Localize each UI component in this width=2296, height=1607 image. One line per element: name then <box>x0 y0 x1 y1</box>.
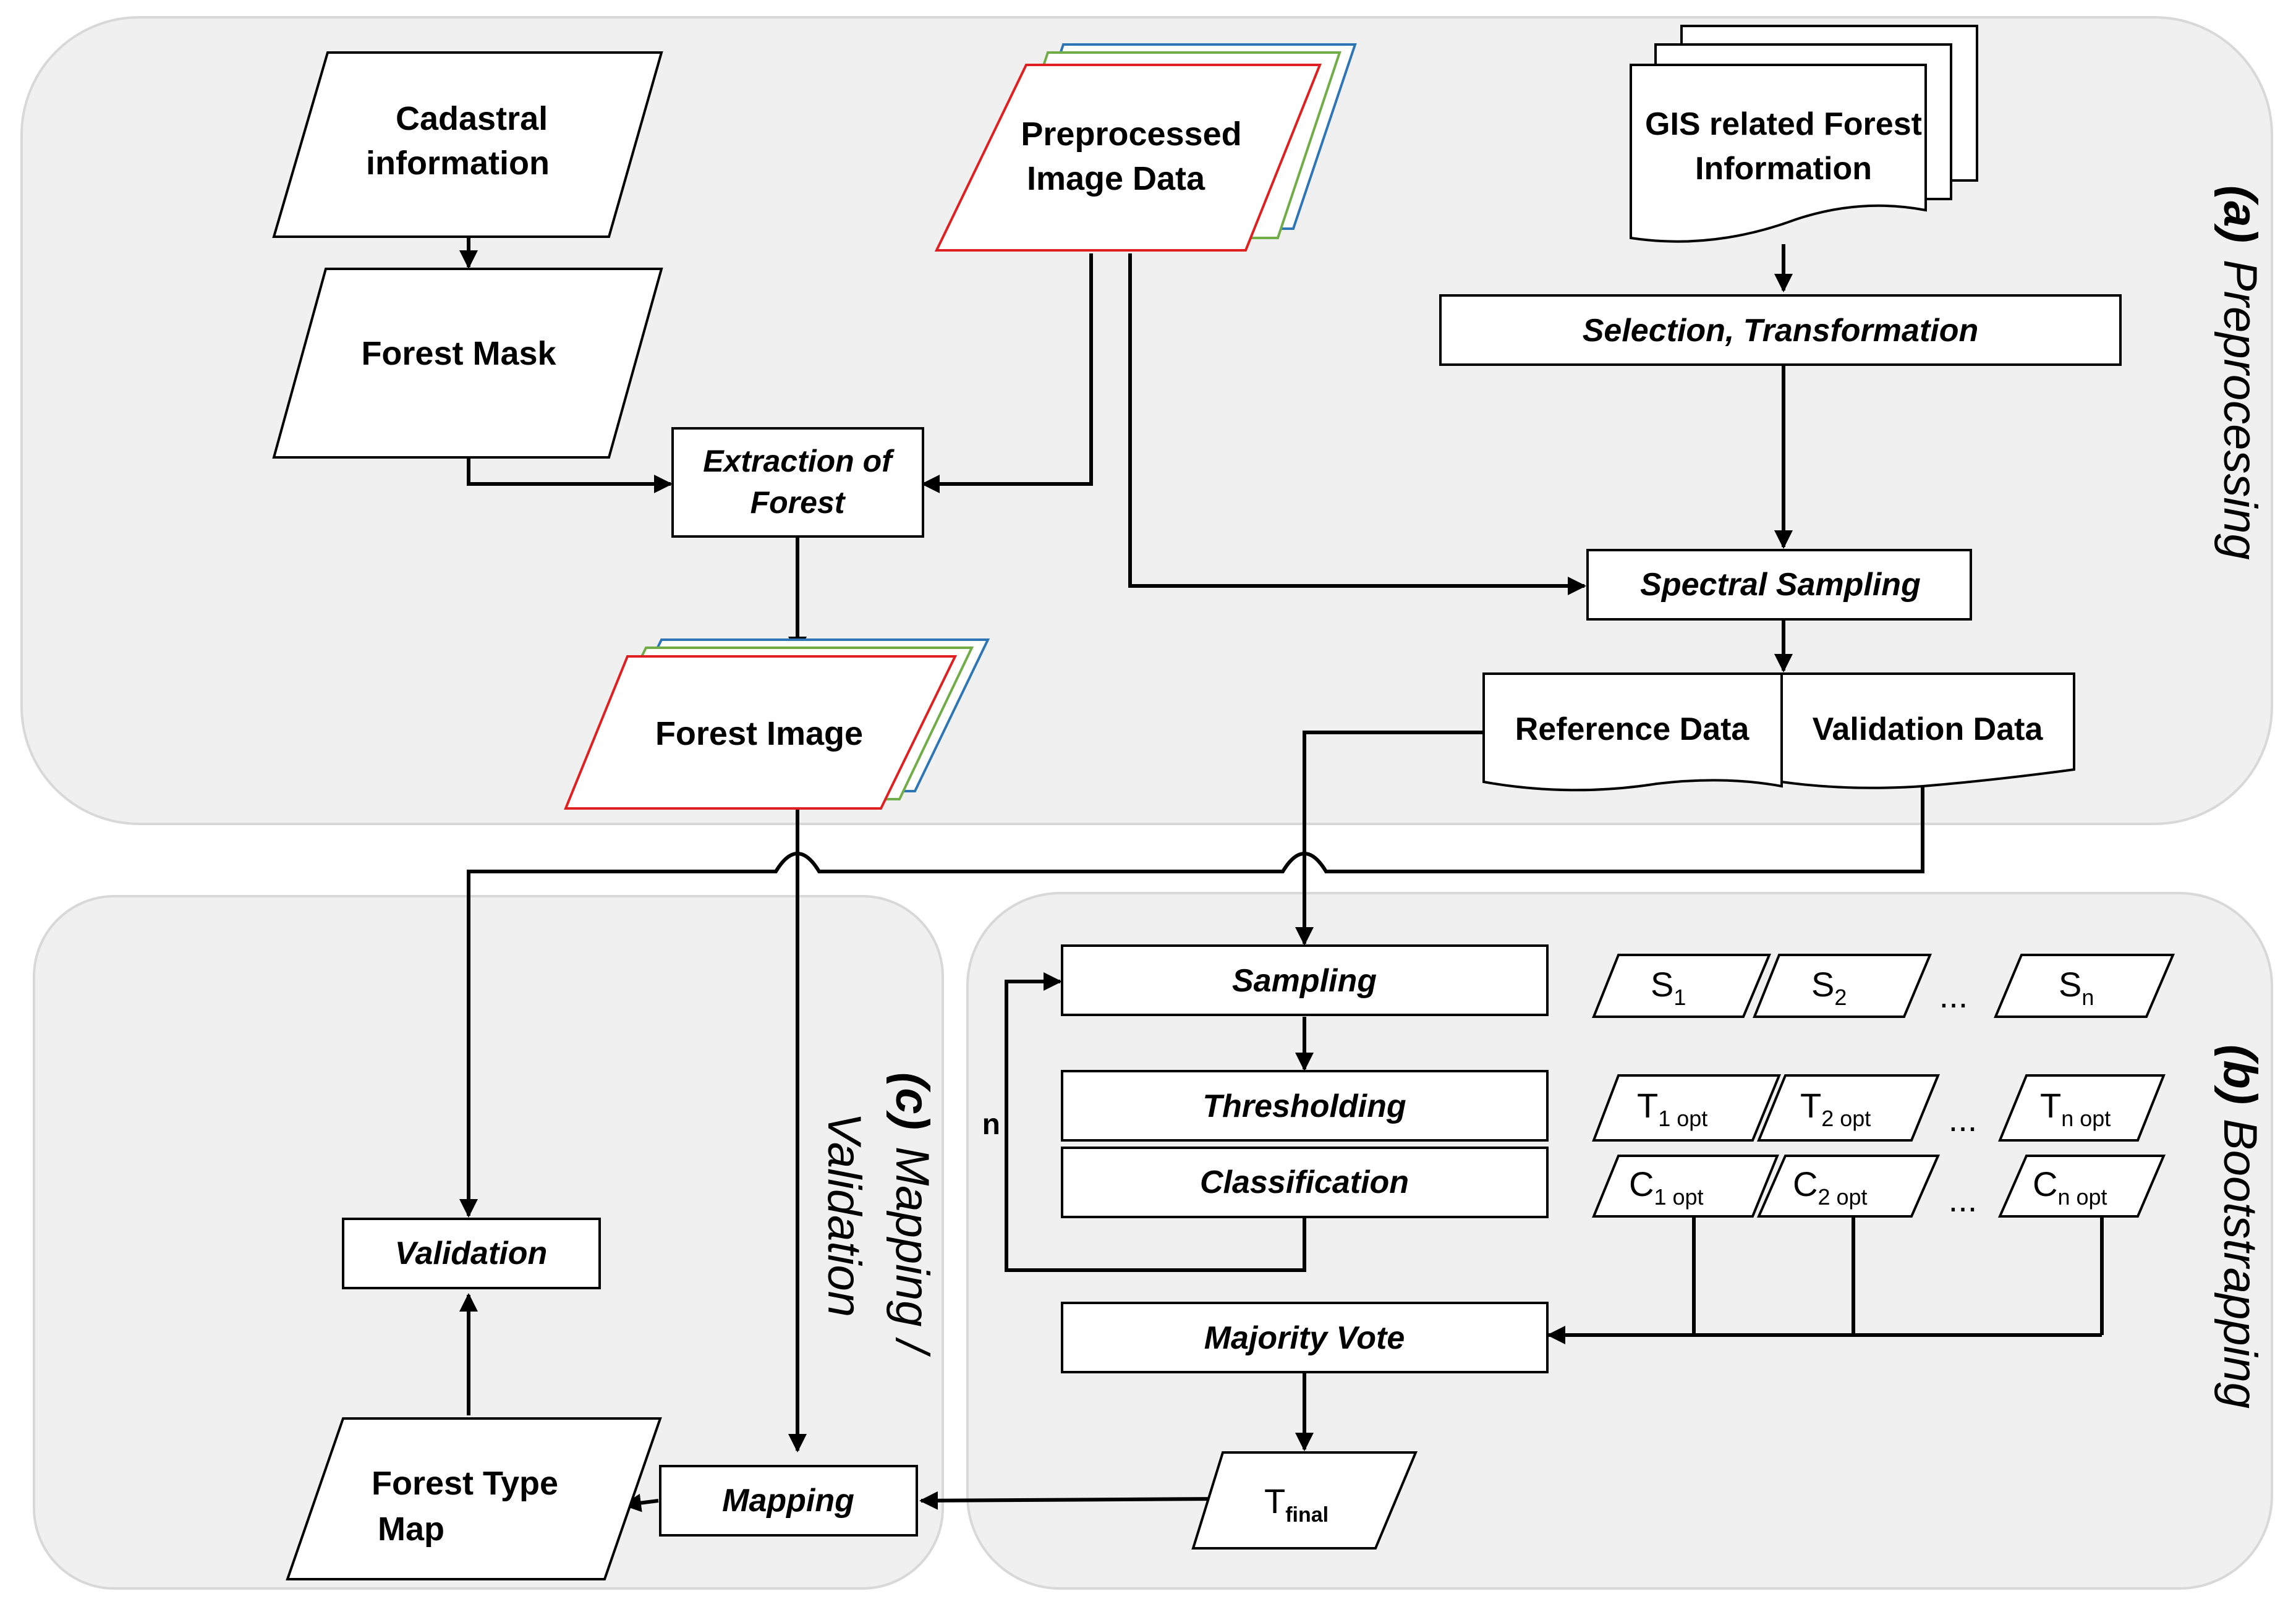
forest-type-label-1: Forest Type <box>372 1465 558 1502</box>
classification-label: Classification <box>1200 1164 1409 1200</box>
extraction-label-2: Forest <box>750 485 846 520</box>
sample-t-1: T1 opt <box>1592 1074 1781 1142</box>
reference-label: Reference Data <box>1515 711 1750 747</box>
cadastral-label-2: information <box>366 145 550 182</box>
selection-label: Selection, Transformation <box>1583 313 1979 349</box>
node-validation-data <box>1780 672 2075 789</box>
thresholding-label: Thresholding <box>1202 1088 1406 1124</box>
svg-text:Cn opt: Cn opt <box>2033 1164 2107 1210</box>
gis-label-2: Information <box>1695 151 1872 187</box>
sample-t-2: T2 opt <box>1757 1074 1940 1142</box>
svg-text:S1: S1 <box>1651 965 1686 1010</box>
node-majority-vote <box>1061 1302 1549 1373</box>
panel-c-title: Mapping / <box>886 1147 938 1357</box>
panel-bootstrapping <box>966 892 2273 1590</box>
arrow-reference-to-sampling <box>1295 731 1484 946</box>
node-sampling <box>1061 944 1549 1016</box>
validation-label: Validation <box>395 1236 548 1271</box>
node-spectral-sampling <box>1586 549 1972 621</box>
sample-s-n: Sn <box>1993 954 2175 1018</box>
sampling-label: Sampling <box>1232 963 1377 999</box>
loop-label: n <box>982 1108 1000 1141</box>
panel-b-title: Bootstrapping <box>2214 1119 2266 1409</box>
majority-label: Majority Vote <box>1204 1320 1405 1356</box>
svg-text:Tfinal: Tfinal <box>1264 1482 1329 1527</box>
svg-text:T2 opt: T2 opt <box>1800 1086 1871 1131</box>
svg-text:T1 opt: T1 opt <box>1637 1086 1707 1131</box>
panel-c-title-2: Validation <box>818 1113 870 1317</box>
svg-text:C1 opt: C1 opt <box>1629 1164 1704 1210</box>
node-forest-type-map <box>286 1417 662 1580</box>
ellipsis-c: ... <box>1949 1180 1978 1219</box>
ellipsis-t: ... <box>1949 1100 1978 1138</box>
sample-c-2: C2 opt <box>1756 1155 1941 1218</box>
svg-text:C2 opt: C2 opt <box>1793 1164 1868 1210</box>
node-reference-data <box>1482 672 1783 792</box>
forest-type-label-2: Map <box>378 1511 444 1548</box>
node-classification <box>1061 1147 1549 1218</box>
node-thresholding <box>1061 1070 1549 1142</box>
cadastral-label-1: Cadastral <box>396 100 548 137</box>
node-preprocessed-image-data <box>934 64 1322 252</box>
node-forest-image <box>564 655 958 810</box>
arrow-mask-to-extraction <box>467 457 673 493</box>
svg-text:S2: S2 <box>1811 965 1847 1010</box>
spectral-label: Spectral Sampling <box>1640 567 1921 603</box>
panel-c-letter: (c) <box>886 1072 938 1130</box>
sample-s-1: S1 <box>1592 954 1772 1018</box>
arrow-validation-data-to-validation <box>459 786 1924 1218</box>
node-t-final: Tfinal <box>1191 1451 1418 1550</box>
svg-text:Sn: Sn <box>2059 965 2094 1010</box>
forest-mask-label: Forest Mask <box>361 335 556 372</box>
arrow-image-to-spectral <box>1128 253 1586 595</box>
extraction-label-1: Extraction of <box>703 444 895 478</box>
preprocessed-label-2: Image Data <box>1027 160 1205 197</box>
preprocessed-label-1: Preprocessed <box>1021 116 1241 153</box>
panel-a-letter: (a) <box>2214 185 2266 243</box>
arrow-loop-to-sampling <box>1005 972 1306 1272</box>
ellipsis-s: ... <box>1939 976 1968 1015</box>
sample-t-n: Tn opt <box>1998 1074 2166 1142</box>
node-forest-mask <box>272 268 663 459</box>
panel-b-letter: (b) <box>2214 1045 2266 1105</box>
sample-s-2: S2 <box>1753 954 1932 1018</box>
node-validation <box>342 1218 601 1289</box>
node-mapping <box>659 1465 918 1537</box>
arrow-tfinal-to-mapping <box>919 1491 1222 1510</box>
forest-image-label: Forest Image <box>655 715 863 752</box>
node-extraction-of-forest <box>671 427 924 538</box>
node-gis-forest-information <box>1630 64 1927 243</box>
arrow-image-to-extraction <box>921 253 1093 493</box>
sample-c-n: Cn opt <box>1997 1155 2166 1218</box>
mapping-label: Mapping <box>722 1483 854 1519</box>
panel-a-title: Preprocessing <box>2214 260 2266 560</box>
gis-label-1: GIS related Forest <box>1645 106 1922 142</box>
node-selection-transformation <box>1439 294 2122 366</box>
node-cadastral-information <box>272 51 663 238</box>
svg-text:Tn opt: Tn opt <box>2040 1086 2111 1131</box>
validation-data-label: Validation Data <box>1813 711 2044 747</box>
sample-c-1: C1 opt <box>1592 1155 1779 1218</box>
